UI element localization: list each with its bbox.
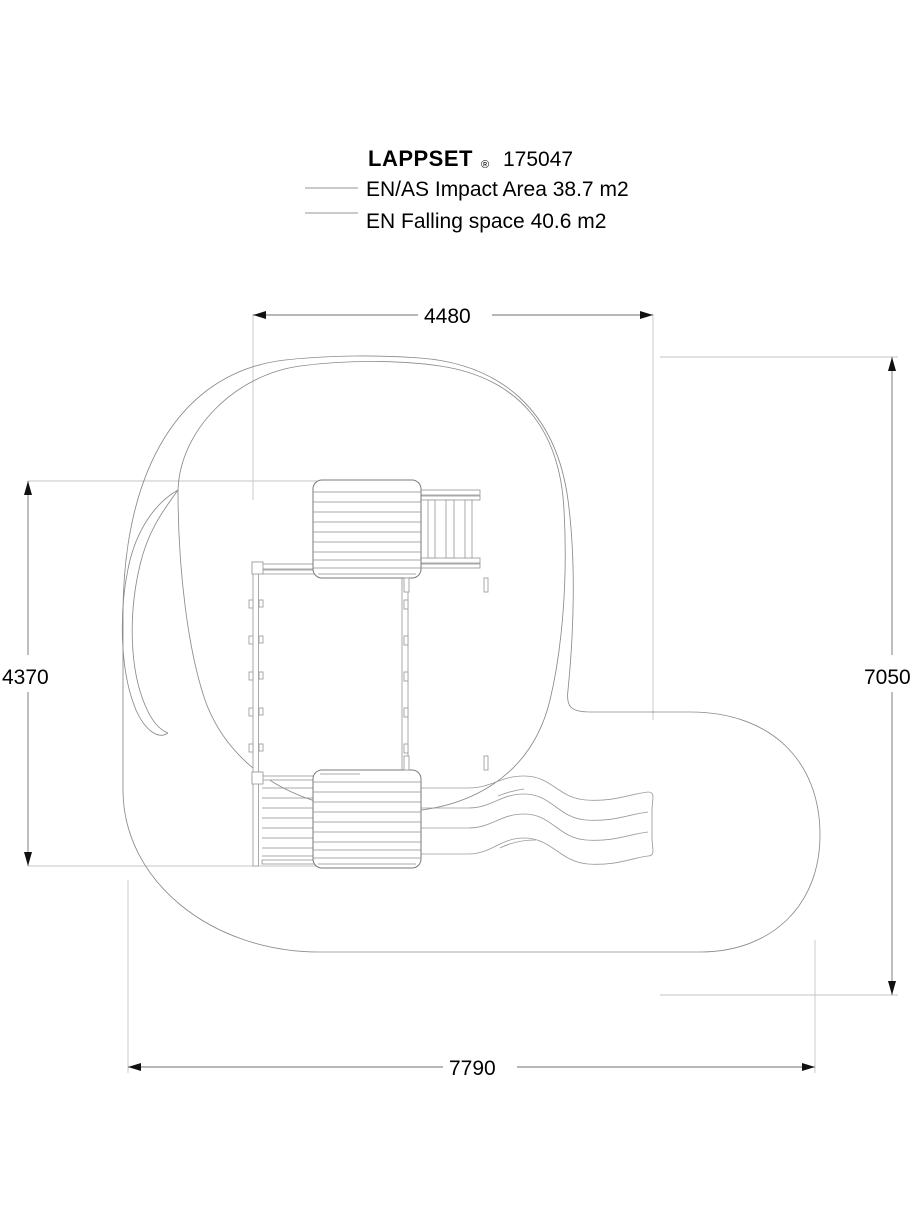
arrow-right-icon [640, 311, 653, 319]
post-cap-lower [251, 771, 264, 785]
ladder-rung [464, 499, 473, 559]
wave-slide [421, 775, 654, 865]
ladder-rail-bottom [417, 557, 481, 564]
lower-platform-outline [312, 769, 422, 869]
ladder [417, 489, 481, 569]
legend-label-falling-space: EN Falling space 40.6 m2 [366, 210, 606, 233]
upper-platform-outline [312, 479, 422, 579]
upper-crossbar [261, 563, 321, 575]
right-rail [401, 572, 409, 774]
right-rail-brackets [403, 599, 409, 754]
impact-area-boundary [121, 361, 566, 813]
lower-platform [312, 755, 489, 869]
legend-label-impact-area: EN/AS Impact Area 38.7 m2 [366, 178, 629, 201]
dimension-top-width: 4480 [253, 305, 653, 328]
arrow-down-icon [24, 852, 32, 866]
brand-registered-icon: ® [481, 159, 489, 171]
arrow-right-icon [802, 1063, 815, 1071]
dimension-bottom-width: 7790 [128, 1057, 815, 1080]
arrow-left-icon [128, 1063, 141, 1071]
upper-platform-slats [313, 491, 421, 575]
dimension-label-4370: 4370 [2, 666, 49, 689]
dimension-label-7790: 7790 [449, 1057, 496, 1080]
dimension-label-4480: 4480 [424, 305, 471, 328]
extension-lines [28, 314, 898, 1073]
arrow-up-icon [24, 481, 32, 495]
ladder-rail-top [417, 489, 481, 496]
ladder-rung [445, 499, 455, 559]
arrow-up-icon [888, 357, 896, 371]
dimension-left-height: 4370 [2, 481, 49, 866]
product-code: 175047 [503, 148, 573, 171]
brand-logo: LAPPSET [368, 146, 473, 171]
post-cap-upper [251, 561, 264, 575]
left-rail-brackets [248, 599, 264, 753]
arrow-left-icon [253, 311, 266, 319]
upper-platform [312, 479, 489, 593]
dimension-label-7050: 7050 [864, 666, 911, 689]
dimension-right-height: 7050 [864, 357, 911, 995]
ladder-rung [427, 499, 436, 559]
lower-platform-slats [313, 781, 421, 865]
arrow-down-icon [888, 981, 896, 995]
falling-space-boundary [122, 355, 821, 953]
header-block: LAPPSET ® 175047 EN/AS Impact Area 38.7 … [305, 146, 629, 233]
